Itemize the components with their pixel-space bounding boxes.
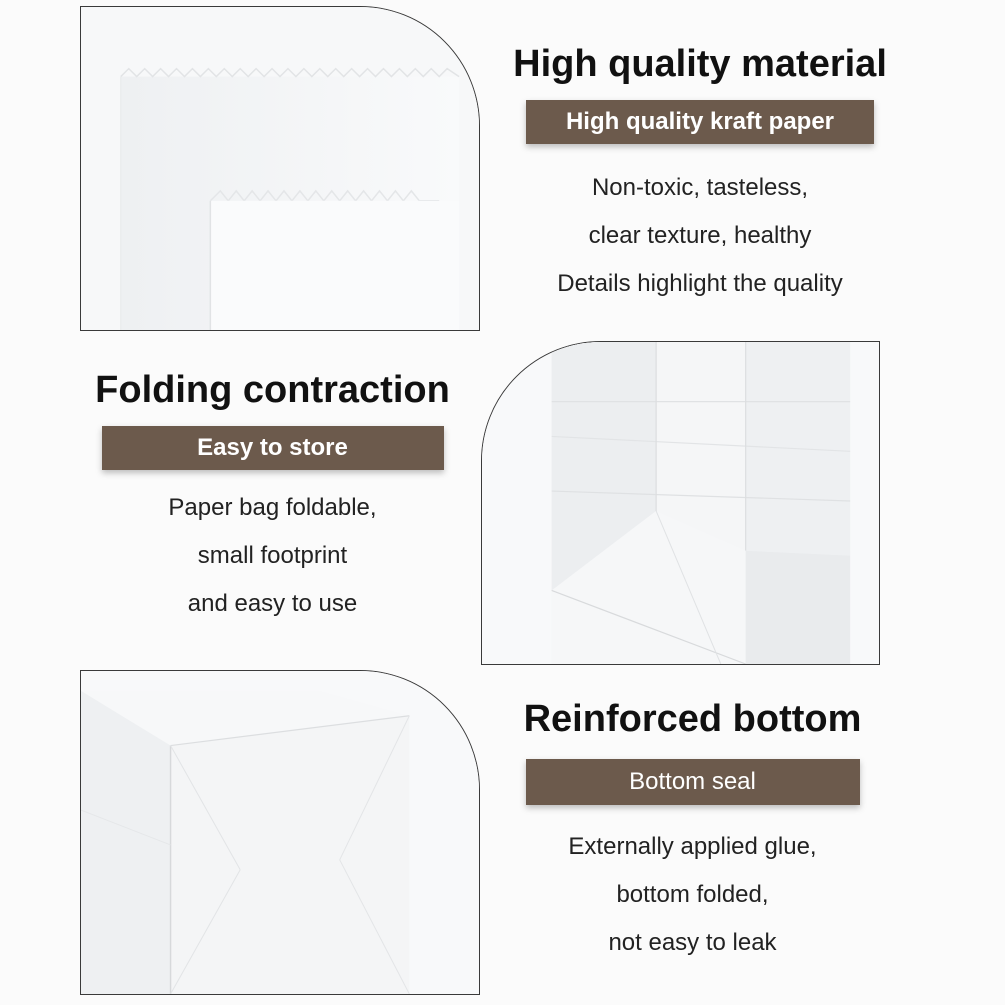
description-line: small footprint xyxy=(197,542,348,569)
photo-bag-bottom xyxy=(80,670,480,995)
description-line: Paper bag foldable, xyxy=(168,494,377,521)
description-folding: Paper bag foldable, small footprint and … xyxy=(70,484,475,628)
banner-bottom-seal: Bottom seal xyxy=(525,759,860,805)
banner-kraft-paper: High quality kraft paper xyxy=(526,100,874,144)
banner-easy-store: Easy to store xyxy=(101,426,444,470)
heading-folding: Folding contraction xyxy=(95,369,450,411)
section-folding: Folding contraction Easy to store Paper … xyxy=(70,368,475,628)
description-line: Non-toxic, tasteless, xyxy=(591,174,809,201)
photo-bag-top xyxy=(80,6,480,331)
section-material: High quality material High quality kraft… xyxy=(490,42,910,308)
description-material: Non-toxic, tasteless, clear texture, hea… xyxy=(490,164,910,308)
section-bottom: Reinforced bottom Bottom seal Externally… xyxy=(490,697,895,967)
description-line: Details highlight the quality xyxy=(557,270,843,297)
description-line: bottom folded, xyxy=(616,881,769,908)
description-line: clear texture, healthy xyxy=(588,222,812,249)
photo-bag-folded xyxy=(481,341,880,665)
heading-material: High quality material xyxy=(513,43,887,85)
heading-bottom: Reinforced bottom xyxy=(523,698,862,740)
description-line: and easy to use xyxy=(187,590,358,617)
description-bottom: Externally applied glue, bottom folded, … xyxy=(490,823,895,967)
description-line: Externally applied glue, xyxy=(568,833,817,860)
description-line: not easy to leak xyxy=(608,929,777,956)
